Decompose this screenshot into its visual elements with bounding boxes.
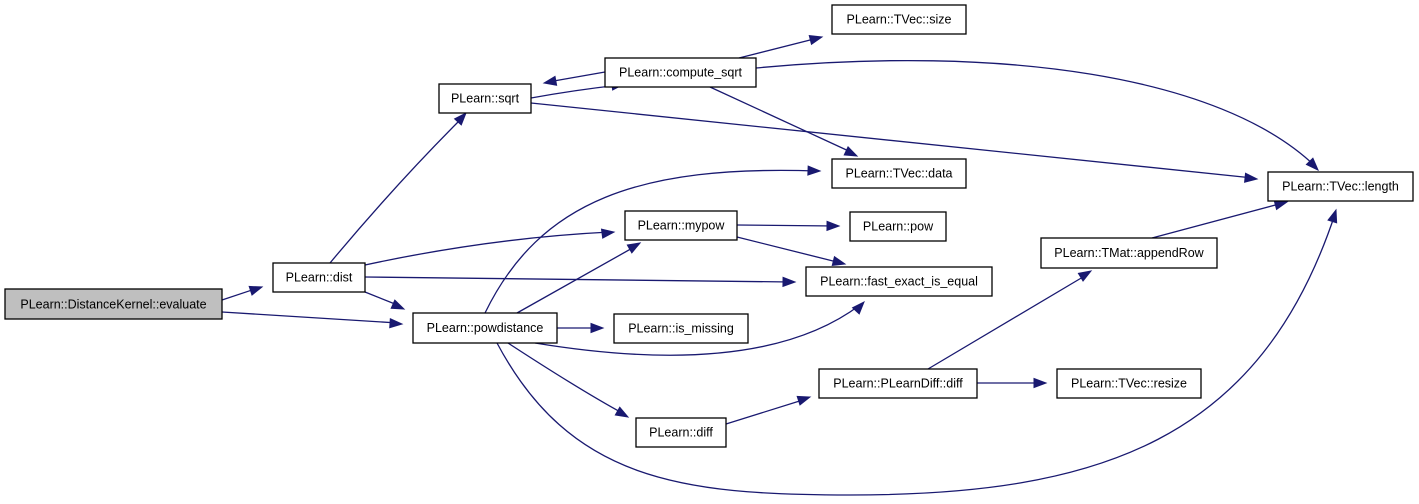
edge-line <box>927 273 1089 370</box>
arrowhead-icon <box>542 75 558 86</box>
edge-mypow-to-pow <box>736 220 841 232</box>
edge-dist-to-mypow <box>364 228 616 266</box>
arrowhead-icon <box>614 406 630 418</box>
edge-line <box>736 224 836 227</box>
node-fast-exact-is-equal-label: PLearn::fast_exact_is_equal <box>820 275 978 289</box>
edge-powdistance-to-tvec-data <box>484 165 822 314</box>
edge-diff-to-plearndiff-diff <box>725 395 812 425</box>
arrowhead-icon <box>453 111 467 126</box>
node-fast-exact-is-equal[interactable]: PLearn::fast_exact_is_equal <box>805 266 993 297</box>
edge-line <box>496 213 1336 496</box>
edge-compute-sqrt-to-tvec-data <box>709 86 859 157</box>
edge-powdistance-to-tvec-length <box>496 208 1338 496</box>
node-tvec-length-label: PLearn::TVec::length <box>1282 180 1399 194</box>
node-evaluate[interactable]: PLearn::DistanceKernel::evaluate <box>4 288 223 320</box>
edge-mypow-to-fast-exact-is-equal <box>736 236 847 267</box>
edge-plearndiff-diff-to-tvec-resize <box>977 377 1048 389</box>
arrowhead-icon <box>1033 377 1048 389</box>
arrowhead-icon <box>807 165 822 176</box>
edge-dist-to-powdistance <box>364 291 406 310</box>
arrowhead-icon <box>831 255 847 267</box>
arrowhead-icon <box>796 395 812 406</box>
edge-line <box>534 304 861 356</box>
node-mypow-label: PLearn::mypow <box>638 219 726 233</box>
node-mypow[interactable]: PLearn::mypow <box>624 210 738 241</box>
edge-line <box>738 37 819 59</box>
arrowhead-icon <box>248 285 264 296</box>
edge-line <box>709 86 854 154</box>
arrowhead-icon <box>626 242 642 254</box>
edge-powdistance-to-diff <box>507 342 630 418</box>
arrowhead-icon <box>1077 270 1093 282</box>
node-sqrt[interactable]: PLearn::sqrt <box>438 83 532 114</box>
node-compute-sqrt-label: PLearn::compute_sqrt <box>619 66 743 80</box>
edge-line <box>725 398 807 425</box>
arrowhead-icon <box>1327 208 1338 224</box>
arrowhead-icon <box>600 228 616 239</box>
node-evaluate-label: PLearn::DistanceKernel::evaluate <box>20 298 206 312</box>
arrowhead-icon <box>1273 200 1289 211</box>
edge-line <box>1151 202 1284 239</box>
arrowhead-icon <box>826 220 841 232</box>
node-tvec-size-label: PLearn::TVec::size <box>847 13 952 27</box>
node-plearndiff-diff-label: PLearn::PLearnDiff::diff <box>833 377 963 391</box>
node-tvec-length[interactable]: PLearn::TVec::length <box>1267 171 1414 202</box>
arrowhead-icon <box>808 35 824 46</box>
arrowhead-icon <box>782 276 797 288</box>
edge-line <box>221 311 399 324</box>
edge-powdistance-to-fast-exact-is-equal <box>534 300 865 356</box>
edge-line <box>547 71 606 83</box>
node-pow[interactable]: PLearn::pow <box>849 211 947 242</box>
edge-line <box>755 59 1316 167</box>
edge-line <box>736 236 842 264</box>
edge-plearndiff-diff-to-tmat-appendrow <box>927 270 1093 370</box>
edge-compute-sqrt-to-tvec-size <box>738 35 824 59</box>
node-pow-label: PLearn::pow <box>863 220 934 234</box>
edge-line <box>507 342 625 415</box>
edge-dist-to-fast-exact-is-equal <box>364 276 797 288</box>
node-tmat-appendrow-label: PLearn::TMat::appendRow <box>1054 246 1204 260</box>
arrowhead-icon <box>1244 172 1259 183</box>
edge-line <box>329 117 463 264</box>
node-diff-label: PLearn::diff <box>649 426 713 440</box>
nodes: PLearn::DistanceKernel::evaluate PLearn:… <box>4 4 1414 448</box>
edge-line <box>516 245 637 314</box>
node-diff[interactable]: PLearn::diff <box>635 417 727 448</box>
node-is-missing[interactable]: PLearn::is_missing <box>613 313 749 344</box>
node-tvec-data[interactable]: PLearn::TVec::data <box>831 158 967 189</box>
node-dist[interactable]: PLearn::dist <box>272 262 366 293</box>
edge-line <box>364 231 611 266</box>
node-sqrt-label: PLearn::sqrt <box>451 92 520 106</box>
edge-sqrt-to-tvec-length <box>530 102 1259 183</box>
node-powdistance[interactable]: PLearn::powdistance <box>412 312 558 344</box>
node-tmat-appendrow[interactable]: PLearn::TMat::appendRow <box>1040 237 1218 269</box>
edge-dist-to-sqrt <box>329 111 467 264</box>
edge-evaluate-to-powdistance <box>221 311 404 329</box>
arrowhead-icon <box>390 299 406 310</box>
node-tvec-resize[interactable]: PLearn::TVec::resize <box>1056 368 1202 399</box>
edge-evaluate-to-dist <box>221 285 264 301</box>
edge-compute-sqrt-to-tvec-length <box>755 59 1319 172</box>
node-tvec-size[interactable]: PLearn::TVec::size <box>831 4 967 35</box>
node-tvec-data-label: PLearn::TVec::data <box>845 167 952 181</box>
edge-line <box>364 276 792 283</box>
edge-powdistance-to-mypow <box>516 242 642 314</box>
arrowhead-icon <box>1305 157 1319 172</box>
node-plearndiff-diff[interactable]: PLearn::PLearnDiff::diff <box>818 368 978 399</box>
arrowhead-icon <box>851 300 865 315</box>
arrowhead-icon <box>843 145 859 157</box>
arrowhead-icon <box>590 322 605 334</box>
node-dist-label: PLearn::dist <box>286 271 353 285</box>
node-compute-sqrt[interactable]: PLearn::compute_sqrt <box>604 57 757 88</box>
edge-powdistance-to-is-missing <box>557 322 605 334</box>
edge-line <box>484 169 818 314</box>
node-powdistance-label: PLearn::powdistance <box>427 321 544 335</box>
edge-line <box>530 102 1254 179</box>
arrowhead-icon <box>389 317 404 329</box>
node-is-missing-label: PLearn::is_missing <box>628 322 734 336</box>
edge-tmat-appendrow-to-tvec-length <box>1151 200 1289 239</box>
edge-compute-sqrt-to-sqrt <box>542 71 606 86</box>
node-tvec-resize-label: PLearn::TVec::resize <box>1071 377 1187 391</box>
